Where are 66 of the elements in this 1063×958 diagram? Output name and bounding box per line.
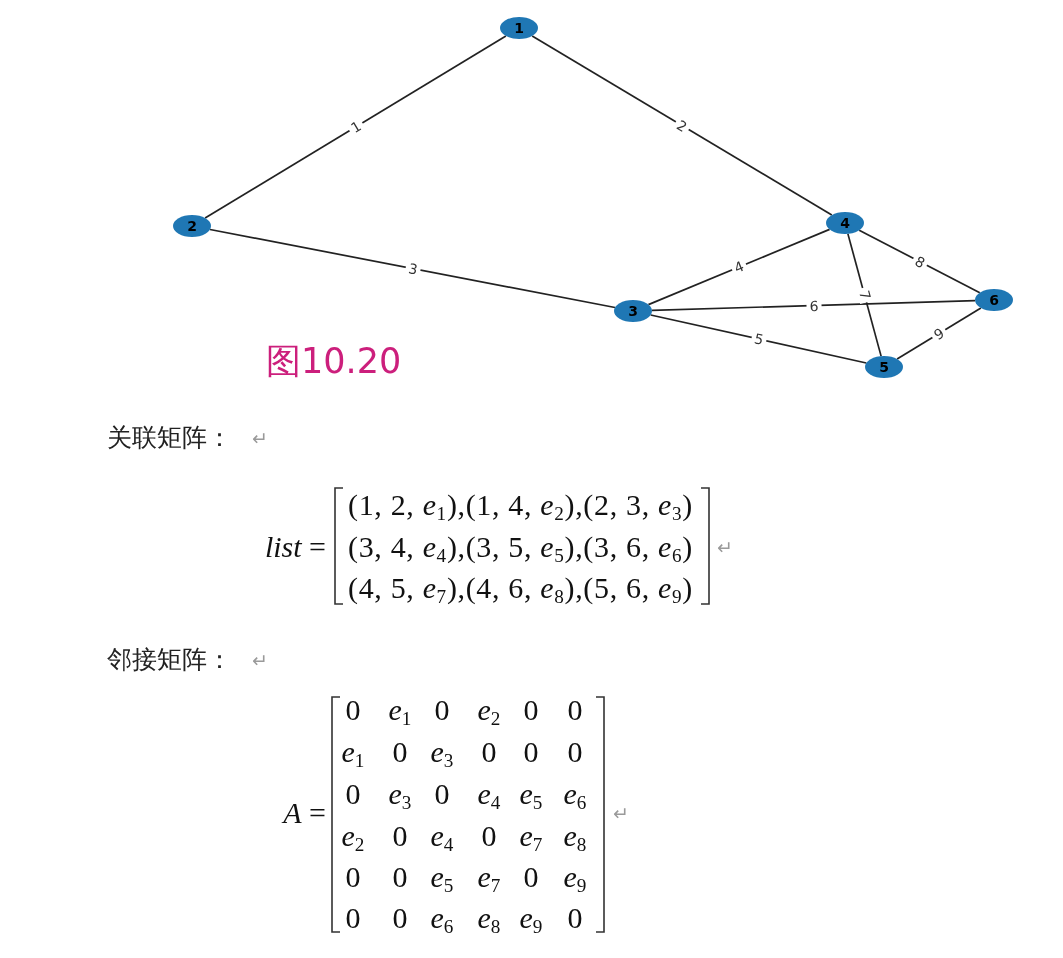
matrix-row: (4, 5, e$_{7}$),(4, 6, e$_{8}$),(5, 6, e$_{9}$) (348, 570, 693, 606)
matrix-entry: e$_{3}$ (388, 776, 412, 812)
figure-caption: 图10.20 (266, 340, 402, 382)
matrix-entry: e$_{3}$ (430, 734, 454, 770)
matrix-entry: 0 (523, 859, 539, 895)
edge-line (649, 314, 868, 364)
section-heading: 关联矩阵： (107, 423, 232, 453)
node-ellipse: 2 (173, 215, 211, 237)
matrix-entry: 0 (481, 818, 497, 854)
matrix-entry: 0 (392, 859, 408, 895)
matrix-entry: 0 (567, 900, 583, 936)
matrix-entry: e$_{9}$ (563, 859, 587, 895)
edge-line (204, 35, 507, 219)
edge-label: 6 (805, 298, 822, 313)
paragraph-mark: ↵ (613, 801, 629, 825)
matrix-entry: 0 (392, 900, 408, 936)
matrix-entry: 0 (481, 734, 497, 770)
formula-lhs: A = (283, 795, 326, 831)
edge-line (531, 35, 833, 216)
edge-line (647, 228, 831, 306)
matrix-entry: e$_{7}$ (519, 818, 543, 854)
matrix-entry: 0 (523, 734, 539, 770)
node-ellipse: 6 (975, 289, 1013, 311)
section-heading: 邻接矩阵： (107, 645, 232, 675)
matrix-entry: 0 (345, 859, 361, 895)
edge-line (896, 307, 982, 360)
paragraph-mark: ↵ (252, 426, 268, 450)
edge-label: 5 (749, 330, 768, 348)
matrix-entry: e$_{6}$ (430, 900, 454, 936)
node-ellipse: 5 (865, 356, 903, 378)
matrix-entry: 0 (523, 692, 539, 728)
matrix-entry: e$_{8}$ (477, 900, 501, 936)
formula-lhs: list = (264, 529, 326, 565)
matrix-entry: e$_{5}$ (519, 776, 543, 812)
matrix-entry: e$_{9}$ (519, 900, 543, 936)
matrix-entry: e$_{5}$ (430, 859, 454, 895)
matrix-entry: 0 (345, 692, 361, 728)
matrix-entry: 0 (434, 776, 450, 812)
matrix-entry: e$_{2}$ (477, 692, 501, 728)
node-ellipse: 1 (500, 17, 538, 39)
edge-line (209, 228, 616, 309)
matrix-entry: e$_{4}$ (477, 776, 501, 812)
paragraph-mark: ↵ (252, 648, 268, 672)
matrix-entry: e$_{2}$ (341, 818, 365, 854)
matrix-entry: 0 (567, 692, 583, 728)
node-ellipse: 4 (826, 212, 864, 234)
matrix-entry: 0 (345, 776, 361, 812)
matrix-entry: e$_{4}$ (430, 818, 454, 854)
matrix-entry: 0 (392, 818, 408, 854)
edge-line (858, 229, 981, 294)
node-ellipse: 3 (614, 300, 652, 322)
edge-line (847, 233, 882, 357)
matrix-entry: e$_{8}$ (563, 818, 587, 854)
edge-label: 3 (403, 260, 422, 277)
matrix-entry: e$_{6}$ (563, 776, 587, 812)
matrix-row: (1, 2, e$_{1}$),(1, 4, e$_{2}$),(2, 3, e$_{3}$) (348, 487, 693, 523)
matrix-row: (3, 4, e$_{4}$),(3, 5, e$_{5}$),(3, 6, e$_{6}$) (348, 529, 693, 565)
matrix-entry: 0 (345, 900, 361, 936)
matrix-entry: e$_{1}$ (388, 692, 412, 728)
paragraph-mark: ↵ (717, 535, 733, 559)
matrix-entry: e$_{1}$ (341, 734, 365, 770)
matrix-entry: 0 (392, 734, 408, 770)
matrix-entry: e$_{7}$ (477, 859, 501, 895)
matrix-entry: 0 (567, 734, 583, 770)
edge-line (651, 299, 976, 312)
matrix-entry: 0 (434, 692, 450, 728)
